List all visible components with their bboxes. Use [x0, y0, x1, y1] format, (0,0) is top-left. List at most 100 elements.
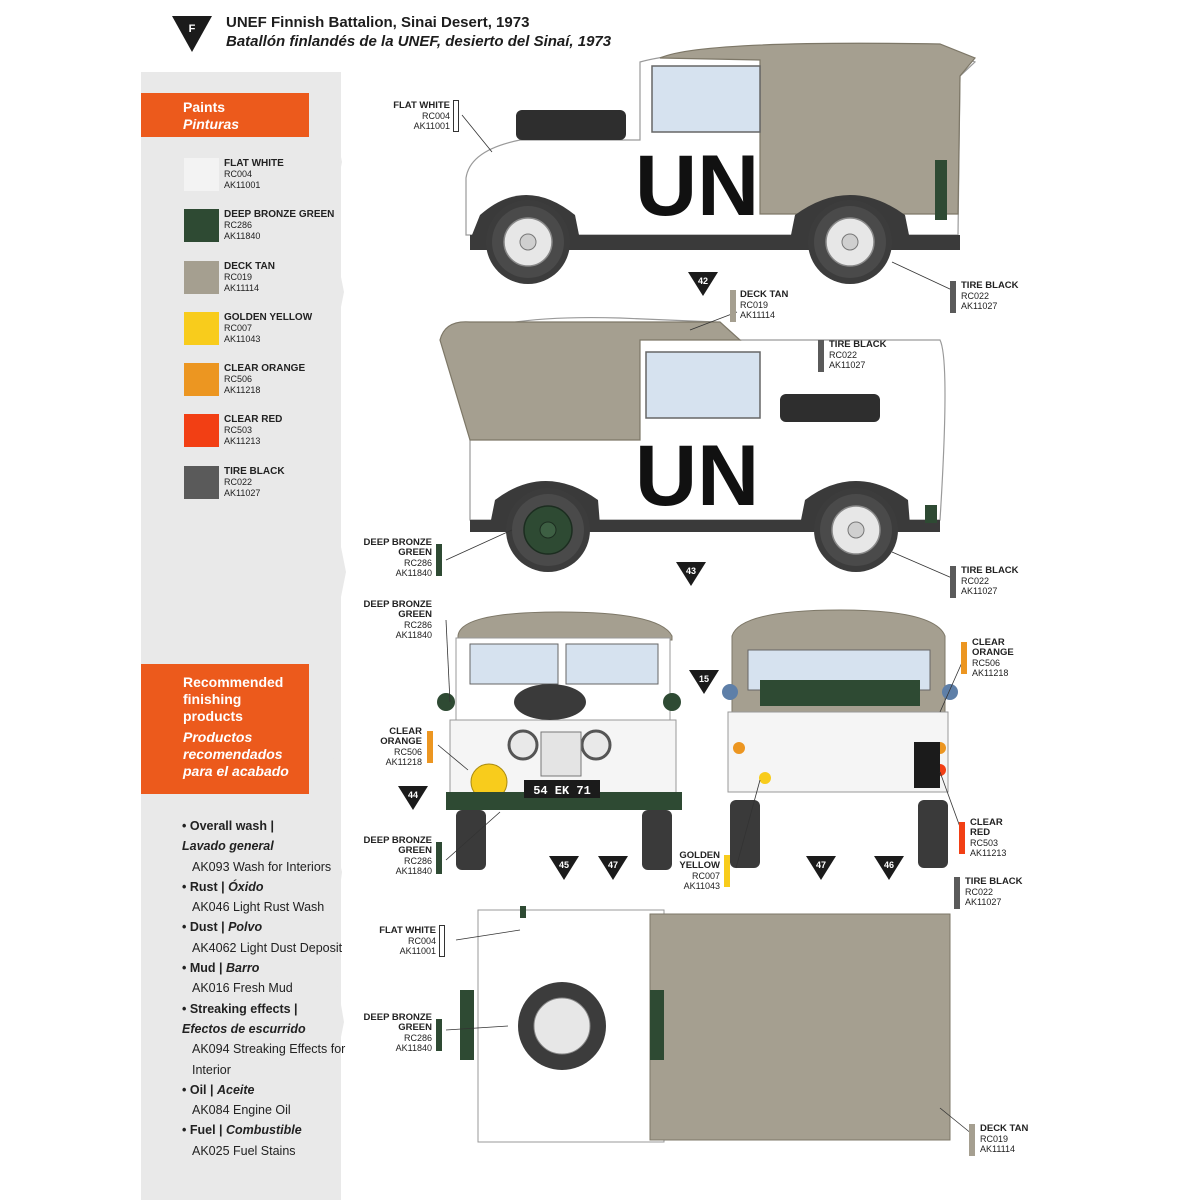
callout-clear-orange: CLEAR ORANGE RC506 AK11218	[972, 638, 1014, 679]
callout-swatch	[954, 877, 960, 909]
paint-name: TIRE BLACK	[224, 465, 285, 477]
paint-item: DECK TAN RC019 AK11114	[184, 260, 344, 312]
callout-swatch	[427, 731, 433, 763]
paint-swatch	[184, 209, 219, 243]
callout-swatch	[969, 1124, 975, 1156]
side-view-right: UN	[439, 316, 946, 573]
callout-swatch	[950, 281, 956, 313]
callout-code: RC022	[965, 887, 994, 897]
callout-swatch	[439, 925, 445, 957]
callout-name: GREEN	[398, 845, 432, 856]
marker-triangle	[398, 786, 428, 810]
callout-name: GREEN	[398, 1022, 432, 1033]
callout-name: ORANGE	[380, 736, 422, 747]
marker-number: 43	[685, 566, 696, 576]
paint-swatch	[184, 363, 219, 397]
finishing-title-en: Recommended	[183, 674, 284, 690]
finishing-label-es: Lavado general	[182, 839, 274, 854]
callout-code: AK11218	[385, 757, 422, 767]
callout-golden-yellow: GOLDEN YELLOW RC007 AK11043	[670, 851, 720, 892]
paint-code: RC286	[224, 220, 253, 231]
paint-name: DECK TAN	[224, 260, 275, 272]
finishing-label: • Streaking effects |	[182, 1001, 298, 1016]
callout-code: RC019	[980, 1134, 1009, 1144]
callout-flat-white: FLAT WHITE RC004 AK11001	[380, 101, 450, 132]
paint-code: AK11218	[224, 385, 261, 396]
callout-name: YELLOW	[679, 860, 720, 871]
callout-swatch	[959, 822, 965, 854]
marker-triangle	[676, 562, 706, 586]
finishing-label: • Oil |	[182, 1082, 217, 1097]
finishing-title-es: recomendados	[183, 746, 283, 762]
paint-code: RC503	[224, 425, 253, 436]
callout-swatch	[818, 340, 824, 372]
callout-swatch	[950, 566, 956, 598]
marker-triangle	[598, 856, 628, 880]
marker-triangle	[874, 856, 904, 880]
finishing-label: • Rust |	[182, 879, 229, 894]
paint-item: CLEAR RED RC503 AK11213	[184, 414, 344, 465]
callout-deep-bronze-green: DEEP BRONZE GREEN RC286 AK11840	[360, 836, 432, 877]
callout-code: RC506	[972, 658, 1001, 668]
paint-code: RC506	[224, 374, 253, 385]
callout-code: AK11027	[829, 360, 866, 370]
callout-code: RC007	[691, 871, 720, 881]
finishing-product: AK093 Wash for Interiors	[192, 859, 332, 874]
callout-code: AK11840	[395, 630, 432, 640]
callout-code: AK11043	[683, 881, 720, 891]
finishing-product: AK084 Engine Oil	[192, 1103, 291, 1118]
finishing-label: • Dust |	[182, 920, 229, 935]
callout-deck-tan: DECK TAN RC019 AK11114	[980, 1123, 1029, 1155]
callout-code: AK11218	[972, 668, 1009, 678]
finishing-product: AK094 Streaking Effects for	[192, 1042, 346, 1057]
callout-code: AK11001	[413, 121, 450, 131]
marker-number: 44	[407, 790, 418, 800]
marker-triangle	[688, 272, 718, 296]
finishing-product: AK046 Light Rust Wash	[192, 900, 325, 915]
paint-code: AK11114	[224, 282, 260, 293]
callout-name: DECK TAN	[980, 1123, 1029, 1134]
un-marking: UN	[635, 138, 759, 234]
rear-view	[722, 609, 958, 868]
callout-code: RC022	[961, 291, 990, 301]
paint-code: AK11213	[224, 436, 261, 447]
callout-name: GREEN	[398, 547, 432, 558]
finishing-title-en: products	[183, 708, 243, 724]
marker-number: 42	[697, 276, 708, 286]
callout-name: DEEP BRONZE	[363, 599, 432, 610]
callout-tire-black: TIRE BLACK RC022 AK11027	[829, 340, 887, 371]
title-spanish: Batallón finlandés de la UNEF, desierto …	[226, 33, 612, 50]
callout-name: CLEAR	[970, 817, 1003, 828]
paint-code: RC007	[224, 322, 253, 333]
finishing-product: AK025 Fuel Stains	[192, 1143, 296, 1158]
paint-name: DEEP BRONZE GREEN	[224, 209, 335, 221]
paint-code: RC022	[224, 476, 253, 487]
paints-title-en: Paints	[183, 99, 226, 115]
callout-clear-red: CLEAR RED RC503 AK11213	[970, 817, 1006, 859]
top-view	[460, 906, 951, 1143]
callout-swatch	[436, 842, 442, 874]
finishing-label-es: Polvo	[228, 920, 263, 935]
paint-code: RC004	[224, 169, 253, 179]
callout-code: RC286	[403, 1033, 432, 1043]
paint-swatch	[184, 311, 219, 345]
paint-name: GOLDEN YELLOW	[224, 311, 313, 323]
marker-triangle	[689, 670, 719, 694]
paint-item: DEEP BRONZE GREEN RC286 AK11840	[184, 209, 344, 260]
callout-code: RC503	[970, 838, 999, 848]
callout-name: FLAT WHITE	[379, 925, 436, 936]
callout-name: ORANGE	[972, 647, 1014, 658]
callout-name: RED	[970, 827, 991, 838]
paint-item: TIRE BLACK RC022 AK11027	[184, 465, 344, 517]
callout-swatch	[730, 290, 736, 322]
callout-flat-white: FLAT WHITE RC004 AK11001	[366, 925, 436, 957]
paint-item: CLEAR ORANGE RC506 AK11218	[184, 363, 344, 414]
callout-code: AK11027	[961, 301, 998, 311]
paint-code: AK11043	[224, 333, 261, 344]
callout-code: RC506	[393, 747, 422, 757]
view-badge	[172, 16, 212, 52]
callout-name: DECK TAN	[740, 289, 789, 300]
callout-deep-bronze-green: DEEP BRONZE GREEN RC286 AK11840	[360, 538, 432, 579]
callout-code: RC286	[403, 620, 432, 630]
